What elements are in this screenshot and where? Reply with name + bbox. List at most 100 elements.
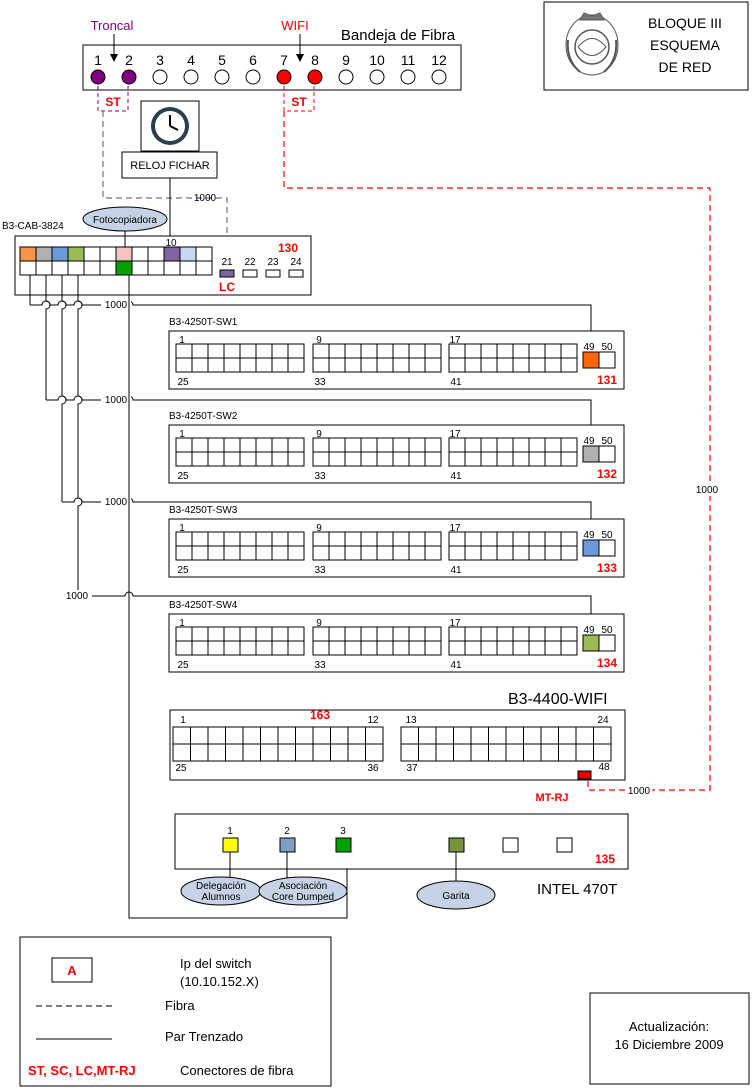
switch-ip: 133 [597, 561, 617, 575]
switch-port [392, 531, 410, 547]
switch-port [207, 343, 225, 359]
switch-port [360, 626, 378, 642]
wifi-port [225, 726, 244, 745]
switch-port [255, 640, 273, 656]
switch-uplink-label-49: 49 [583, 530, 595, 541]
switch-port [312, 626, 330, 642]
switch-port [528, 545, 546, 561]
switch-port [496, 451, 514, 467]
switch-port [287, 640, 305, 656]
switch-port [560, 451, 578, 467]
switch-port [424, 357, 442, 373]
switch-port [480, 343, 498, 359]
switch-port [528, 343, 546, 359]
switch-port [424, 626, 442, 642]
legend-ip-text-1: Ip del switch [180, 956, 252, 971]
wifi-port [400, 726, 419, 745]
switch-port [376, 531, 394, 547]
wifi-switch-name: B3-4400-WIFI [508, 691, 608, 708]
switch-port [392, 451, 410, 467]
switch-port [528, 437, 546, 453]
cab-port-bottom-7 [115, 260, 133, 276]
switch-port [271, 531, 289, 547]
switch-port-label-bottom: 33 [314, 471, 326, 482]
link-label-bg [62, 590, 92, 601]
switch-port-label-top: 1 [179, 335, 185, 346]
switch-port-label-bottom: 25 [177, 565, 189, 576]
wifi-label-48: 48 [598, 762, 610, 773]
wifi-port [347, 743, 366, 762]
wifi-port [540, 743, 559, 762]
switch-port [448, 640, 466, 656]
intel-port-6 [556, 837, 573, 853]
wifi-port [540, 726, 559, 745]
cab-fiber-port-23 [265, 269, 281, 278]
switch-uplink-port-50 [598, 351, 616, 369]
cab-port-top-7 [115, 246, 133, 262]
cab-port-top-2 [35, 246, 53, 262]
cab-port-bottom-11 [179, 260, 197, 276]
copper-link-speed-sw2: 1000 [105, 395, 128, 406]
switch-port [528, 626, 546, 642]
switch-uplink-label-50: 50 [601, 625, 613, 636]
tray-port-label-5: 5 [218, 52, 226, 68]
switch-port [424, 437, 442, 453]
wifi-port [488, 726, 507, 745]
cab-port-bottom-1 [19, 260, 37, 276]
switch-ip: 134 [597, 656, 617, 670]
switch-port [191, 545, 209, 561]
switch-port [287, 357, 305, 373]
switch-ip: 132 [597, 467, 617, 481]
switch-port [207, 545, 225, 561]
switch-port [271, 357, 289, 373]
tray-port-label-4: 4 [187, 52, 195, 68]
wifi-switch: B3-4400-WIFI 163 1 12 13 24 25 36 37 48 … [169, 691, 652, 804]
wifi-port [523, 726, 542, 745]
switch-port [287, 626, 305, 642]
wifi-port [418, 743, 437, 762]
intel-device-label: Asociación [279, 881, 327, 892]
wifi-ports [172, 726, 612, 762]
switch-port [312, 343, 330, 359]
switch-port [360, 640, 378, 656]
copper-link-sw4 [78, 591, 592, 635]
wifi-port [190, 726, 209, 745]
switch-port [287, 343, 305, 359]
switch-port [408, 545, 426, 561]
switch-port-label-top: 17 [449, 618, 461, 629]
switch-port [223, 343, 241, 359]
switch-port [480, 451, 498, 467]
switch-port [512, 437, 530, 453]
switch-name: B3-4250T-SW2 [169, 411, 238, 422]
title-line-1: BLOQUE III [648, 15, 722, 31]
copper-drop-3 [61, 275, 67, 502]
switch-port [408, 357, 426, 373]
switch-port [344, 545, 362, 561]
switch-port [464, 545, 482, 561]
switch-port-label-top: 17 [449, 523, 461, 534]
switch-port [480, 626, 498, 642]
cab-port-top-6 [99, 246, 117, 262]
switch-port [424, 451, 442, 467]
switch-port [376, 451, 394, 467]
update-box: Actualización: 16 Diciembre 2009 [589, 992, 750, 1085]
switch-port [544, 451, 562, 467]
switch-port-label-bottom: 41 [450, 565, 462, 576]
switch-port [408, 451, 426, 467]
switch-port [392, 640, 410, 656]
cab-fiber-label-24: 24 [290, 257, 302, 268]
switch-ip: 131 [597, 373, 617, 387]
cab-port-top-1 [19, 246, 37, 262]
switch-port [496, 343, 514, 359]
cab-port-bottom-6 [99, 260, 117, 276]
intel-port-1 [222, 837, 239, 853]
wifi-port [225, 743, 244, 762]
switch-port [448, 531, 466, 547]
tray-port-10 [369, 69, 385, 85]
switch-port [344, 626, 362, 642]
switch-port [312, 545, 330, 561]
switch-port-label-bottom: 41 [450, 471, 462, 482]
wifi-port [295, 743, 314, 762]
switch-port [175, 437, 193, 453]
